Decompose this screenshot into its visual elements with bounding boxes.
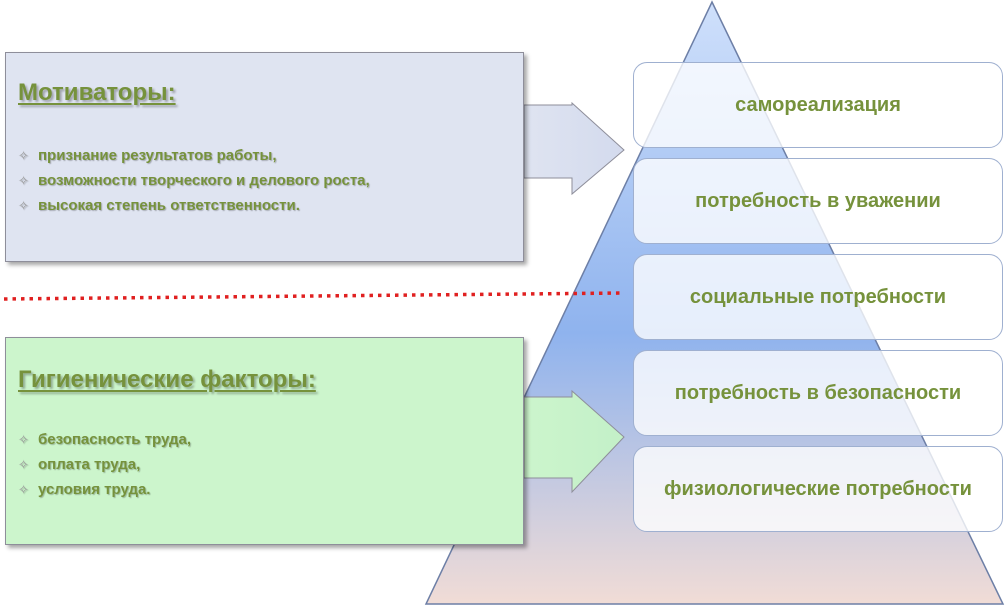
list-item: ✧безопасность труда, — [18, 427, 191, 452]
diamond-star-icon: ✧ — [18, 457, 29, 472]
pyramid-level-physiological: физиологические потребности — [633, 446, 1003, 532]
diamond-star-icon: ✧ — [18, 198, 29, 213]
hygiene-arrow — [523, 389, 625, 494]
list-item: ✧возможности творческого и делового рост… — [18, 168, 370, 193]
divider-dotted-line — [3, 291, 625, 301]
list-item: ✧оплата труда, — [18, 452, 191, 477]
diamond-star-icon: ✧ — [18, 148, 29, 163]
motivators-arrow — [523, 101, 625, 196]
pyramid-level-social: социальные потребности — [633, 254, 1003, 340]
diamond-star-icon: ✧ — [18, 432, 29, 447]
motivators-list: ✧признание результатов работы, ✧возможно… — [18, 143, 370, 218]
motivators-title: Мотиваторы: — [18, 79, 176, 106]
hygiene-title: Гигиенические факторы: — [18, 366, 316, 393]
diamond-star-icon: ✧ — [18, 482, 29, 497]
list-item: ✧признание результатов работы, — [18, 143, 370, 168]
pyramid-level-safety: потребность в безопасности — [633, 350, 1003, 436]
list-item: ✧условия труда. — [18, 477, 191, 502]
pyramid-level-self-actualization: самореализация — [633, 62, 1003, 148]
hygiene-panel: Гигиенические факторы: ✧безопасность тру… — [5, 337, 524, 545]
motivators-panel: Мотиваторы: ✧признание результатов работ… — [5, 52, 524, 262]
diamond-star-icon: ✧ — [18, 173, 29, 188]
pyramid-level-esteem: потребность в уважении — [633, 158, 1003, 244]
list-item: ✧высокая степень ответственности. — [18, 193, 370, 218]
hygiene-list: ✧безопасность труда, ✧оплата труда, ✧усл… — [18, 427, 191, 502]
